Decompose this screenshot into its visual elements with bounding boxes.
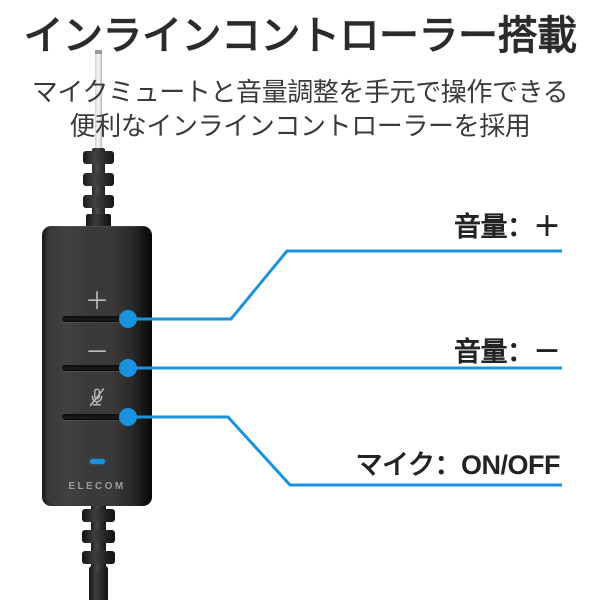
subtitle-line-2: 便利なインラインコントローラーを採用 (69, 111, 531, 141)
plus-icon: ＋ (85, 288, 109, 315)
minus-icon: － (85, 339, 109, 366)
status-led-indicator (90, 459, 105, 464)
mic-mute-button[interactable] (62, 414, 132, 420)
page-title: インラインコントローラー搭載 (23, 14, 578, 58)
strain-relief-bottom-rib (82, 551, 115, 564)
brand-logo: ELECOM (68, 481, 126, 492)
strain-relief-bottom-rib (82, 530, 115, 543)
strain-relief-top-stem (92, 148, 105, 230)
volume-up-button[interactable] (62, 316, 132, 322)
strain-relief-top-rib (83, 173, 114, 186)
callout-label-mic: マイク：ON/OFF (355, 450, 561, 480)
strain-relief-bottom (82, 503, 115, 573)
volume-down-button[interactable] (62, 365, 132, 371)
cable-upper (95, 54, 102, 164)
microphone-mute-icon (42, 386, 152, 410)
subtitle-line-1: マイクミュートと音量調整を手元で操作できる (31, 77, 569, 107)
strain-relief-top-rib (83, 151, 114, 164)
callout-label-volume-up: 音量：＋ (454, 212, 561, 242)
cable-upper-tip (95, 50, 102, 56)
callout-label-volume-down: 音量：－ (454, 337, 561, 367)
cable-lower (89, 566, 108, 600)
strain-relief-top-rib (83, 195, 114, 208)
strain-relief-bottom-rib (82, 509, 115, 522)
strain-relief-top (83, 148, 114, 232)
callout-line-volume-up (128, 249, 562, 321)
